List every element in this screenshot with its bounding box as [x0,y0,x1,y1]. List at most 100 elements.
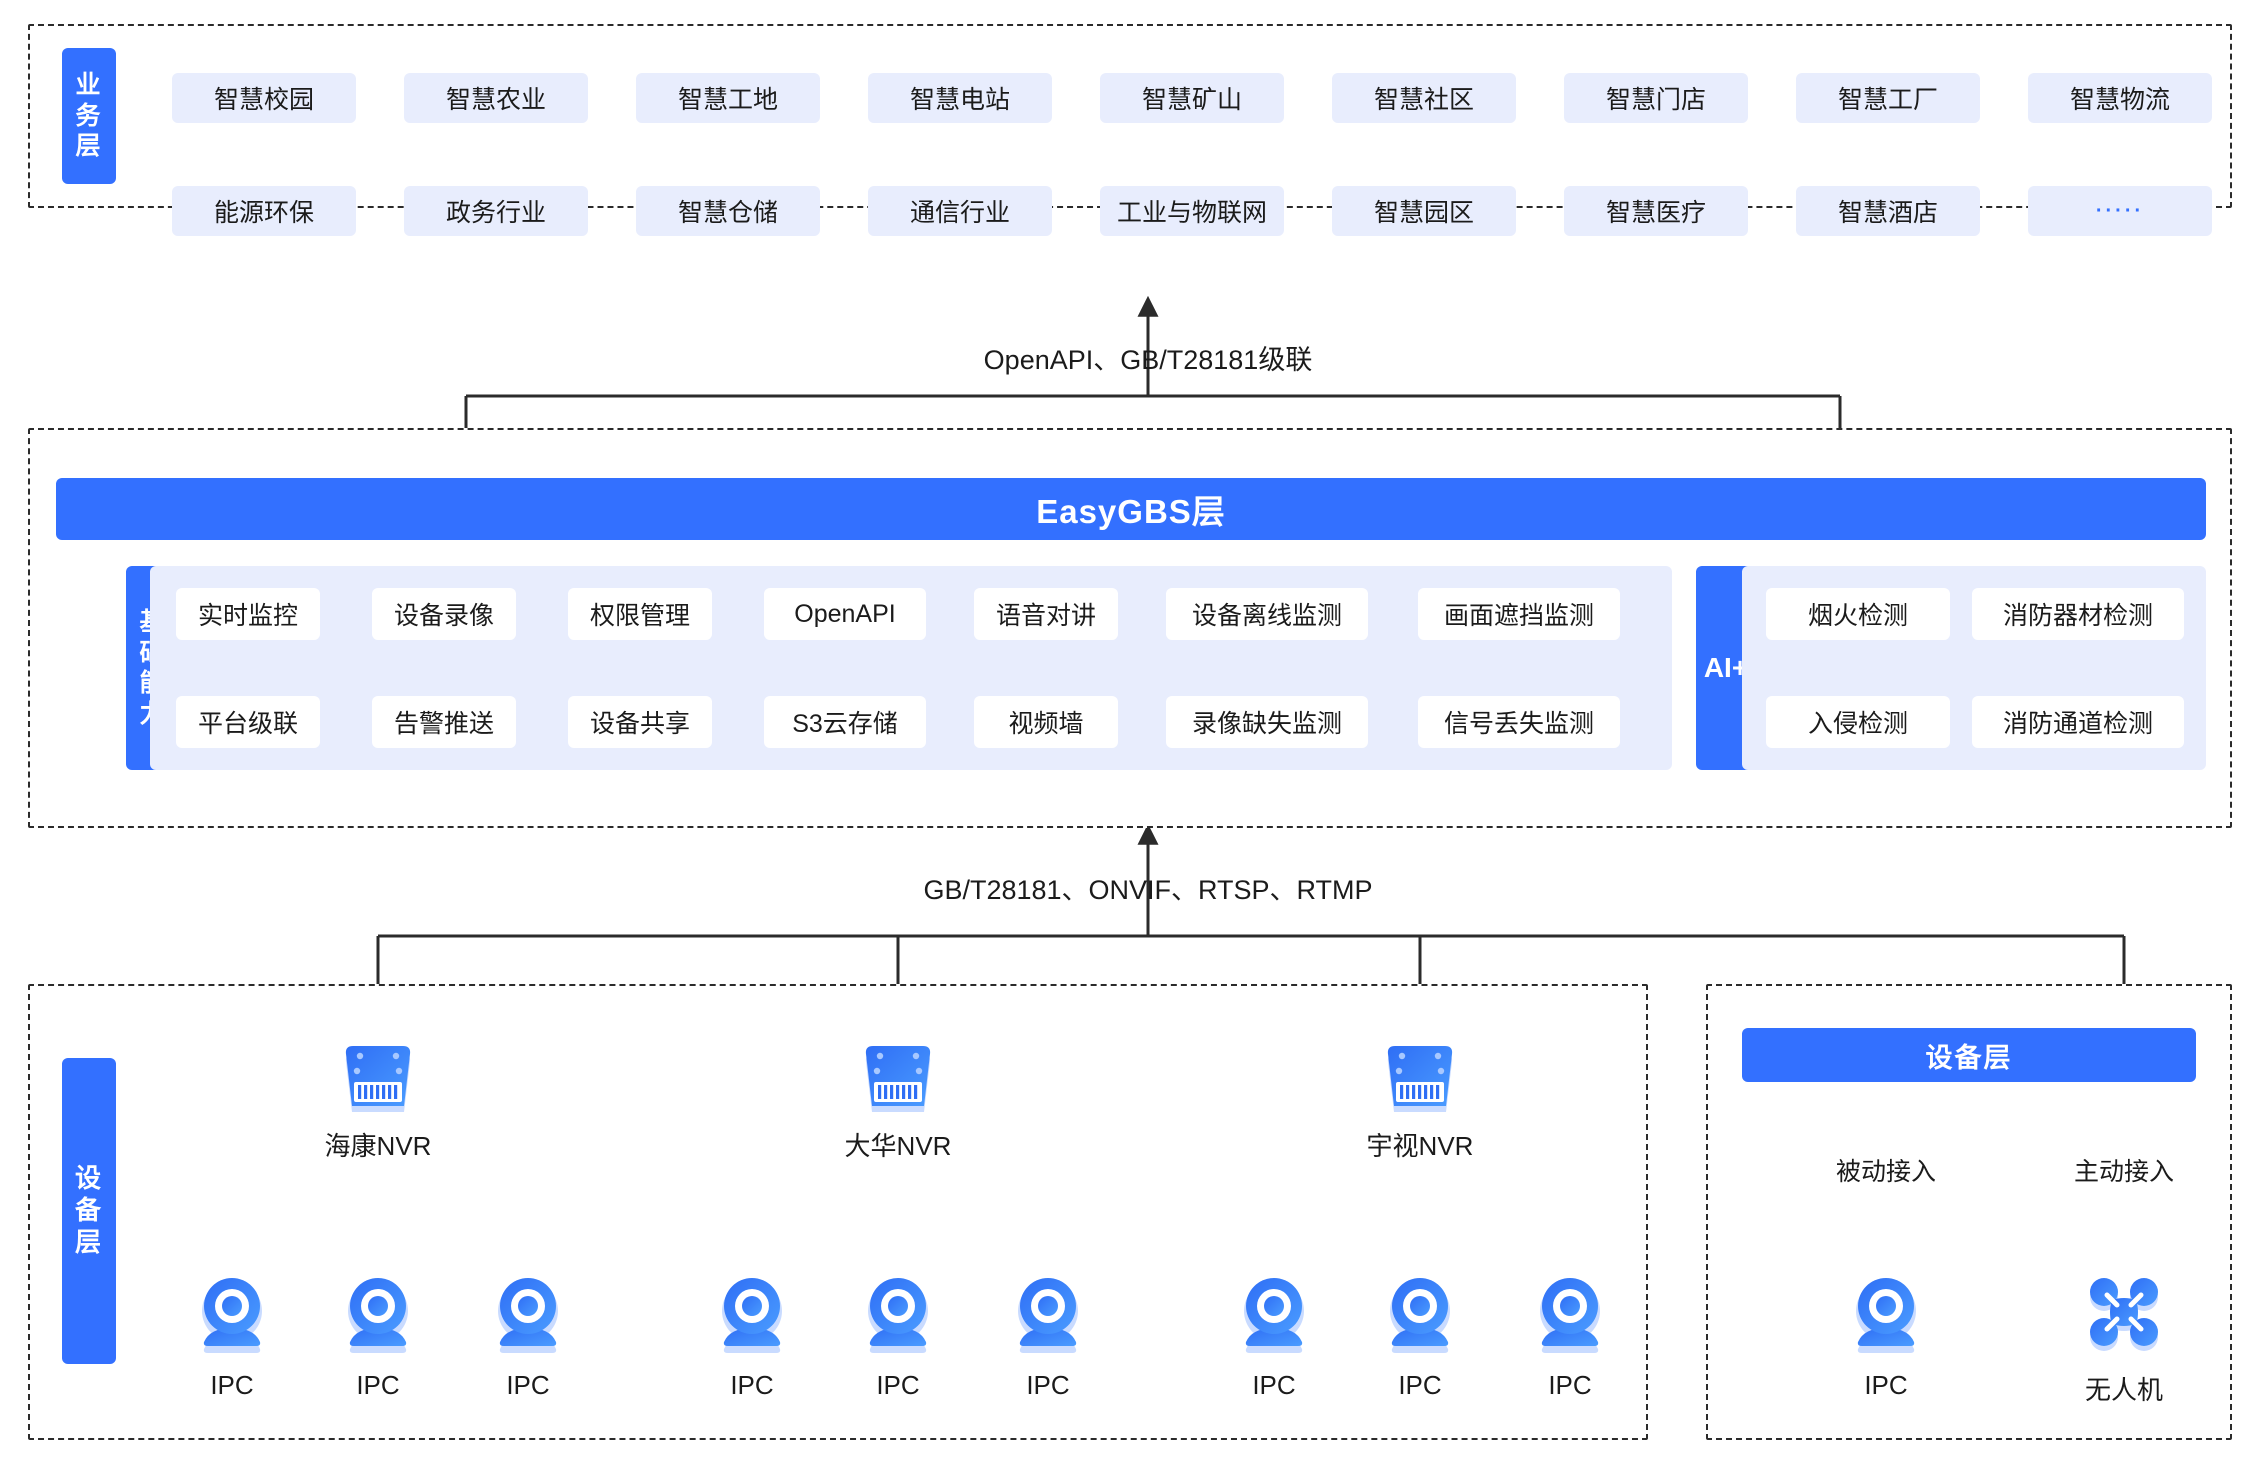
business-chip[interactable]: 智慧社区 [1332,73,1516,123]
nvr-icon-group-3[interactable] [1372,1028,1468,1114]
capability-chip-label: 平台级联 [197,710,298,738]
device-layer-right-bar[interactable]: 设备层 [1742,1028,2196,1082]
camera-icon [348,1278,408,1353]
nvr-icon [1387,1046,1453,1112]
camera-icon-wrap[interactable] [1006,1272,1090,1356]
capability-chip[interactable]: 设备离线监测 [1166,588,1368,640]
camera-icon-wrap[interactable] [1844,1272,1928,1356]
camera-icon [1018,1278,1078,1353]
drone-icon-wrap[interactable] [2082,1272,2166,1356]
business-chip-label: 智慧电站 [909,86,1010,114]
camera-icon-wrap[interactable] [1378,1272,1462,1356]
business-chip[interactable]: 智慧酒店 [1796,186,1980,236]
business-chip-label: 智慧仓储 [677,199,778,227]
camera-icon-wrap[interactable] [710,1272,794,1356]
business-chip[interactable]: 智慧工厂 [1796,73,1980,123]
capability-chip[interactable]: 设备录像 [372,588,516,640]
connector-top-label: OpenAPI、GB/T28181级联 [983,345,1313,375]
capability-chip[interactable]: S3云存储 [764,696,926,748]
business-chip-label: 通信行业 [909,199,1010,227]
business-chip[interactable]: 智慧矿山 [1100,73,1284,123]
easygbs-bar[interactable]: EasyGBS层 [56,478,2206,540]
business-chip[interactable]: 智慧门店 [1564,73,1748,123]
business-chip[interactable]: 智慧仓储 [636,186,820,236]
camera-label: IPC [1864,1370,1908,1400]
ai-chip[interactable]: 消防器材检测 [1972,588,2184,640]
camera-icon [498,1278,558,1353]
camera-icon [1244,1278,1304,1353]
capability-chip-label: 语音对讲 [995,602,1096,630]
access-mode-label: 主动接入 [2073,1158,2174,1186]
capability-chip[interactable]: 信号丢失监测 [1418,696,1620,748]
business-chip-label: 智慧农业 [445,86,546,114]
capability-chip[interactable]: 告警推送 [372,696,516,748]
camera-icon-wrap[interactable] [486,1272,570,1356]
capability-chip[interactable]: 实时监控 [176,588,320,640]
capability-chip[interactable]: 语音对讲 [974,588,1118,640]
business-chip[interactable]: 能源环保 [172,186,356,236]
ai-chip[interactable]: 入侵检测 [1766,696,1950,748]
business-chip[interactable]: 智慧电站 [868,73,1052,123]
nvr-label: 大华NVR [844,1131,952,1161]
camera-icon-wrap[interactable] [856,1272,940,1356]
business-chip[interactable]: 智慧农业 [404,73,588,123]
capability-chip-label: 权限管理 [589,602,690,630]
business-chip[interactable]: 政务行业 [404,186,588,236]
capability-chip[interactable]: OpenAPI [764,588,926,640]
camera-label: IPC [506,1370,550,1400]
capability-chip[interactable]: 平台级联 [176,696,320,748]
business-chip[interactable]: 工业与物联网 [1100,186,1284,236]
business-chip[interactable]: 智慧园区 [1332,186,1516,236]
business-chip[interactable]: 智慧工地 [636,73,820,123]
camera-icon [868,1278,928,1353]
nvr-icon [345,1046,411,1112]
capability-chip-label: 告警推送 [393,710,494,738]
nvr-label: 海康NVR [324,1131,432,1161]
camera-icon-wrap[interactable] [1232,1272,1316,1356]
camera-icon [1390,1278,1450,1353]
camera-icon [1540,1278,1600,1353]
camera-icon [1856,1278,1916,1353]
device-layer-right-bar-label: 设备层 [1925,1042,2013,1073]
camera-icon-wrap[interactable] [336,1272,420,1356]
easygbs-title: EasyGBS层 [1036,493,1226,530]
camera-icon-wrap[interactable] [190,1272,274,1356]
nvr-icon-group-1[interactable] [330,1028,426,1114]
business-chip[interactable]: 通信行业 [868,186,1052,236]
camera-label: IPC [1548,1370,1592,1400]
business-chip[interactable]: 智慧物流 [2028,73,2212,123]
business-chip-label: 智慧矿山 [1141,86,1242,114]
ai-chip[interactable]: 消防通道检测 [1972,696,2184,748]
capability-chip-label: OpenAPI [794,599,896,628]
business-chip-ellipsis[interactable]: ····· [2028,186,2212,236]
ai-plus-label: AI+ [1703,652,1749,683]
capability-chip-label: 信号丢失监测 [1443,710,1594,738]
capability-chip[interactable]: 设备共享 [568,696,712,748]
ai-chip-label: 消防器材检测 [2002,602,2153,630]
camera-label: IPC [210,1370,254,1400]
connector-bottom-label: GB/T28181、ONVIF、RTSP、RTMP [923,875,1373,905]
capability-chip[interactable]: 画面遮挡监测 [1418,588,1620,640]
capability-chip-label: 录像缺失监测 [1191,710,1342,738]
nvr-icon-group-2[interactable] [850,1028,946,1114]
business-chip[interactable]: 智慧校园 [172,73,356,123]
ai-chip[interactable]: 烟火检测 [1766,588,1950,640]
drone-label: 无人机 [2084,1375,2163,1405]
capability-chip-label: 画面遮挡监测 [1443,602,1594,630]
business-layer-tab: 业务层 [62,48,116,184]
ai-chip-label: 入侵检测 [1807,710,1908,738]
business-layer-tab-label: 业务层 [75,71,103,161]
camera-label: IPC [876,1370,920,1400]
capability-chip-label: 设备共享 [589,710,690,738]
capability-chip[interactable]: 录像缺失监测 [1166,696,1368,748]
camera-label: IPC [730,1370,774,1400]
capability-chip[interactable]: 权限管理 [568,588,712,640]
business-chip[interactable]: 智慧医疗 [1564,186,1748,236]
device-layer-left-container [28,984,1648,1440]
capability-chip-label: 实时监控 [197,602,298,630]
camera-label: IPC [356,1370,400,1400]
business-chip-label: 智慧门店 [1605,86,1706,114]
capability-chip[interactable]: 视频墙 [974,696,1118,748]
camera-icon-wrap[interactable] [1528,1272,1612,1356]
